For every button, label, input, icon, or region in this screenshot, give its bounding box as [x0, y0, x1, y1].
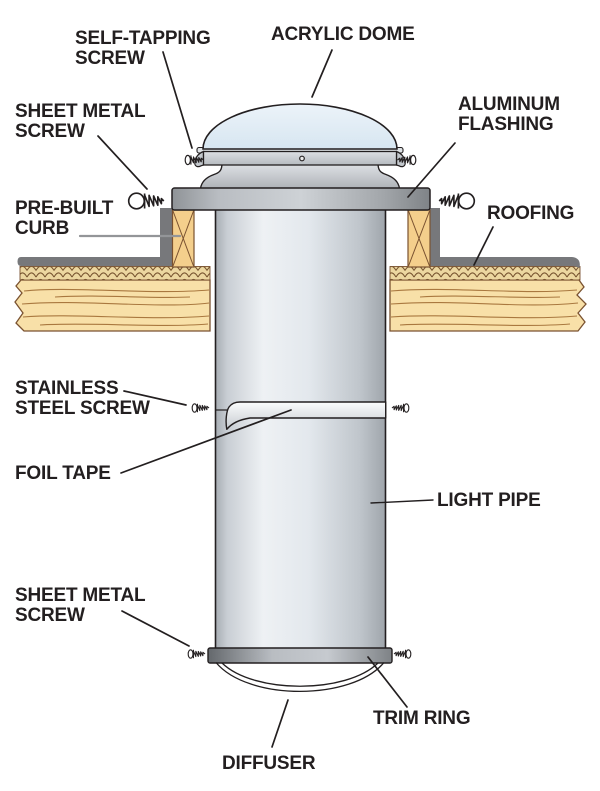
pre-built-curb-right	[407, 209, 431, 268]
label-diffuser: DIFFUSER	[222, 753, 316, 774]
leader-light-pipe	[370, 499, 434, 504]
sheet-metal-screw-icon-top-right	[438, 192, 476, 210]
roof-deck-left	[14, 279, 211, 332]
label-roofing: ROOFING	[487, 203, 575, 224]
shingle-texture-right	[390, 266, 580, 280]
weep-hole	[299, 155, 305, 162]
diffuser-dome	[215, 662, 385, 692]
label-foil-tape: FOIL TAPE	[15, 463, 111, 484]
sheet-metal-screw-icon-top-left	[127, 192, 165, 210]
stainless-steel-screw-icon-right	[391, 403, 410, 413]
sheet-metal-screw-icon-bottom-left	[187, 649, 206, 659]
label-pre-built-curb: PRE-BUILT CURB	[15, 198, 114, 239]
roof-section-right	[389, 208, 587, 332]
roof-deck-right	[389, 279, 587, 332]
stainless-steel-screw-icon-left	[191, 403, 210, 413]
flashing-assembly	[171, 103, 431, 211]
wood-grain-left	[21, 288, 210, 326]
label-trim-ring: TRIM RING	[373, 708, 471, 729]
leader-sheet-metal-screw-bottom	[121, 610, 190, 647]
sheet-metal-screw-icon-bottom-right	[393, 649, 412, 659]
flashing-base-band	[171, 187, 431, 211]
leader-foil-tape	[120, 409, 292, 474]
leader-stainless-steel-screw	[123, 390, 187, 406]
acrylic-dome-shape	[202, 103, 398, 150]
label-aluminum-flashing: ALUMINUM FLASHING	[458, 94, 560, 135]
leader-lines	[78, 49, 494, 748]
shingle-texture-left	[20, 266, 210, 280]
leader-roofing	[473, 226, 494, 266]
wood-grain-right	[390, 288, 579, 326]
pre-built-curb-left	[171, 209, 195, 268]
leader-aluminum-flashing	[407, 142, 456, 198]
label-acrylic-dome: ACRYLIC DOME	[271, 24, 415, 45]
roof-section-left	[14, 208, 211, 332]
roofing-membrane-right	[430, 208, 580, 268]
dome-ring	[194, 150, 406, 168]
leader-trim-ring	[367, 656, 408, 708]
label-sheet-metal-screw-bottom: SHEET METAL SCREW	[15, 585, 146, 626]
leader-diffuser	[271, 699, 289, 748]
leader-self-tapping-screw	[162, 51, 193, 149]
roofing-membrane-left	[17, 208, 172, 266]
label-stainless-steel-screw: STAINLESS STEEL SCREW	[15, 378, 150, 419]
label-light-pipe: LIGHT PIPE	[437, 490, 541, 511]
label-sheet-metal-screw-top: SHEET METAL SCREW	[15, 101, 146, 142]
label-self-tapping-screw: SELF-TAPPING SCREW	[75, 28, 211, 69]
foil-tape-band	[215, 401, 387, 430]
leader-sheet-metal-screw-top	[97, 135, 148, 190]
flashing-collar	[199, 162, 401, 190]
leader-acrylic-dome	[311, 49, 333, 98]
trim-ring-band	[207, 647, 393, 664]
